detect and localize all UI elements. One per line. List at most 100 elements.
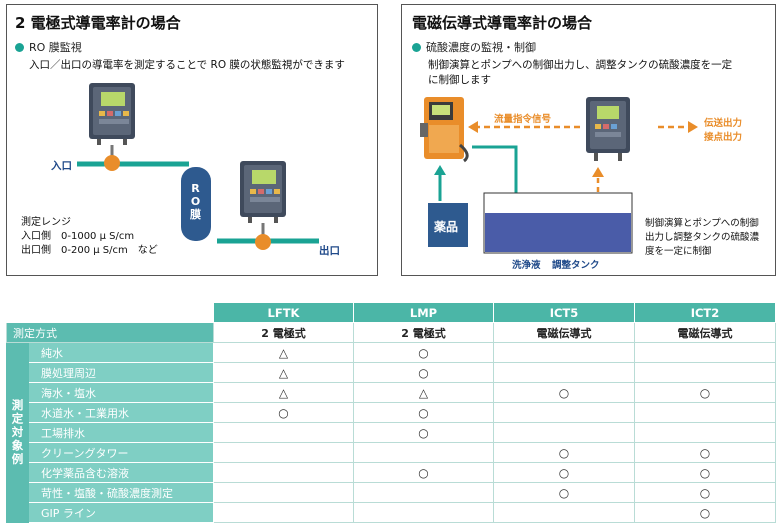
note-line-3: 度を一定に制御 xyxy=(645,246,712,257)
output-label-1: 伝送出力 xyxy=(704,118,743,129)
table-cell: ○ xyxy=(634,502,776,523)
sulfuric-acid-panel: 電磁伝導式導電率計の場合 硫酸濃度の監視・制御 制御演算とポンプへの制御出力し、… xyxy=(401,4,776,276)
electromagnetic-meter-icon xyxy=(586,97,630,161)
right-panel-title: 電磁伝導式導電率計の場合 xyxy=(412,14,593,32)
tank-label-wash: 洗浄液 xyxy=(512,260,541,271)
inlet-sensor-icon xyxy=(104,155,120,171)
membrane-label: R O 膜 xyxy=(190,182,201,221)
table-cell xyxy=(213,442,354,463)
table-row: 測定対象例 純水 △ ○ xyxy=(6,342,776,523)
left-description: 入口／出口の導電率を測定することで RO 膜の状態監視ができます xyxy=(29,59,345,71)
table-cell: ○ xyxy=(493,482,635,503)
conductivity-meter-1-icon xyxy=(89,83,135,145)
row-label: 水道水・工業用水 xyxy=(28,402,214,423)
table-cell: ○ xyxy=(353,422,494,443)
ro-membrane-column xyxy=(181,167,211,241)
table-cell: ○ xyxy=(353,342,494,363)
table-row: 膜処理周辺 △ ○ xyxy=(7,362,776,383)
row-label: 海水・塩水 xyxy=(28,382,214,403)
table-cell xyxy=(353,442,494,463)
table-cell: ○ xyxy=(213,402,354,423)
row-label: 純水 xyxy=(28,342,214,363)
table-cell: ○ xyxy=(634,482,776,503)
method-cell: 電磁伝導式 xyxy=(493,322,635,343)
header-lftk: LFTK xyxy=(213,302,354,323)
table-cell xyxy=(493,342,635,363)
bullet-dot-icon xyxy=(412,42,421,52)
table-row: 海水・塩水 △ △ ○ ○ xyxy=(7,382,776,403)
table-row: クリーングタワー ○ ○ xyxy=(7,442,776,463)
metering-pump-icon xyxy=(420,97,469,163)
table-row: 化学薬品含む溶液 ○ ○ ○ xyxy=(7,462,776,483)
table-cell xyxy=(213,462,354,483)
row-label: クリーングタワー xyxy=(28,442,214,463)
flow-signal-label: 流量指令信号 xyxy=(494,114,552,125)
method-cell: 電磁伝導式 xyxy=(634,322,776,343)
range-title: 測定レンジ xyxy=(21,217,71,228)
tank-label-adjust: 調整タンク xyxy=(552,260,600,271)
right-description-1: 制御演算とポンプへの制御出力し、調整タンクの硫酸濃度を一定 xyxy=(428,59,733,71)
outlet-sensor-icon xyxy=(255,234,271,250)
outlet-label: 出口 xyxy=(319,245,340,257)
table-cell xyxy=(213,502,354,523)
chemical-box xyxy=(428,203,468,247)
right-bullet-text: 硫酸濃度の監視・制御 xyxy=(426,41,536,54)
range-inlet: 入口側 0-1000 μ S/cm xyxy=(21,231,135,242)
table-row: 水道水・工業用水 ○ ○ xyxy=(7,402,776,423)
chemical-label: 薬品 xyxy=(434,220,459,234)
table-cell: ○ xyxy=(634,462,776,483)
table-cell: ○ xyxy=(493,462,635,483)
row-label: 苛性・塩酸・硫酸濃度測定 xyxy=(28,482,214,503)
table-cell: ○ xyxy=(493,382,635,403)
table-cell xyxy=(493,422,635,443)
header-empty xyxy=(6,302,214,323)
method-row: 測定方式 2 電極式 2 電極式 電磁伝導式 電磁伝導式 xyxy=(6,322,776,343)
note-line-1: 制御演算とポンプへの制御 xyxy=(645,218,759,229)
table-cell xyxy=(213,482,354,503)
left-bullet: RO 膜監視 xyxy=(15,39,82,55)
table-row: 苛性・塩酸・硫酸濃度測定 ○ ○ xyxy=(7,482,776,503)
table-cell xyxy=(493,402,635,423)
method-cell: 2 電極式 xyxy=(353,322,494,343)
row-label: GIP ライン xyxy=(28,502,214,523)
table-cell xyxy=(353,482,494,503)
table-cell xyxy=(493,362,635,383)
acid-control-diagram xyxy=(420,97,698,254)
output-label-2: 接点出力 xyxy=(704,132,743,143)
table-cell xyxy=(213,422,354,443)
header-lmp: LMP xyxy=(353,302,494,323)
table-cell: ○ xyxy=(353,402,494,423)
table-cell xyxy=(493,502,635,523)
group-label: 測定対象例 xyxy=(6,342,29,523)
inlet-label: 入口 xyxy=(51,160,72,172)
table-header-row: LFTK LMP ICT5 ICT2 xyxy=(6,302,776,323)
right-description-2: に制御します xyxy=(428,74,491,86)
comparison-table-wrap: LFTK LMP ICT5 ICT2 測定方式 2 電極式 2 電極式 電磁伝導… xyxy=(6,302,776,527)
method-label: 測定方式 xyxy=(6,322,214,343)
adjustment-tank xyxy=(485,213,631,252)
left-panel-title: 2 電極式導電率計の場合 xyxy=(15,14,181,32)
table-cell: △ xyxy=(213,342,354,363)
right-bullet: 硫酸濃度の監視・制御 xyxy=(412,39,536,55)
table-cell xyxy=(634,402,776,423)
header-ict2: ICT2 xyxy=(634,302,776,323)
left-bullet-text: RO 膜監視 xyxy=(29,41,82,54)
bullet-dot-icon xyxy=(15,42,24,52)
row-label: 膜処理周辺 xyxy=(28,362,214,383)
table-cell: ○ xyxy=(634,442,776,463)
table-cell: △ xyxy=(353,382,494,403)
row-label: 化学薬品含む溶液 xyxy=(28,462,214,483)
table-cell xyxy=(634,342,776,363)
table-cell: △ xyxy=(213,382,354,403)
table-cell xyxy=(634,422,776,443)
table-cell: ○ xyxy=(353,462,494,483)
ro-membrane-panel: 2 電極式導電率計の場合 RO 膜監視 入口／出口の導電率を測定することで RO… xyxy=(6,4,378,276)
table-cell: ○ xyxy=(353,362,494,383)
method-cell: 2 電極式 xyxy=(213,322,354,343)
comparison-table: LFTK LMP ICT5 ICT2 測定方式 2 電極式 2 電極式 電磁伝導… xyxy=(6,302,776,523)
table-cell xyxy=(353,502,494,523)
header-ict5: ICT5 xyxy=(493,302,635,323)
table-cell: ○ xyxy=(493,442,635,463)
table-cell xyxy=(634,362,776,383)
table-cell: ○ xyxy=(634,382,776,403)
